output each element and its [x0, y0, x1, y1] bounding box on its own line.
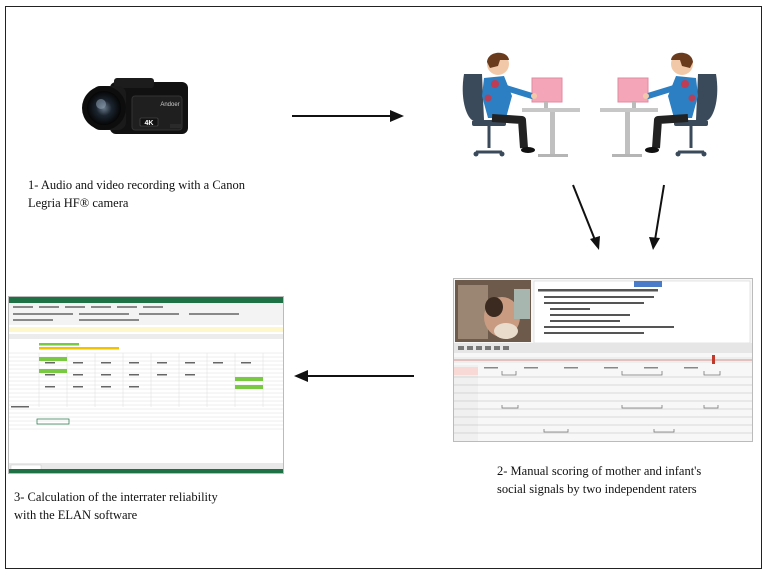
step2-caption: 2- Manual scoring of mother and infant's… [497, 462, 701, 498]
excel-screenshot [8, 296, 284, 474]
elan-screenshot [453, 278, 753, 442]
step2-caption-line2: social signals by two independent raters [497, 482, 697, 496]
step1-caption-line2: Legria HF® camera [28, 196, 129, 210]
rater-1-illustration [462, 52, 580, 157]
excel-screenshot-graphic [9, 297, 283, 473]
arrow-left [294, 370, 414, 382]
step2-caption-line1: 2- Manual scoring of mother and infant's [497, 464, 702, 478]
arrow-down-right [649, 184, 665, 250]
step1-caption: 1- Audio and video recording with a Cano… [28, 176, 245, 212]
camera-badge: 4K [145, 120, 154, 127]
step3-caption: 3- Calculation of the interrater reliabi… [14, 488, 218, 524]
camcorder-illustration: 4K Andoer [82, 78, 188, 134]
arrow-right [292, 110, 404, 122]
step3-caption-line1: 3- Calculation of the interrater reliabi… [14, 490, 218, 504]
step3-caption-line2: with the ELAN software [14, 508, 138, 522]
step1-caption-line1: 1- Audio and video recording with a Cano… [28, 178, 245, 192]
arrow-down-left [572, 184, 600, 250]
rater-2-illustration [600, 52, 718, 157]
camera-brand: Andoer [160, 102, 179, 108]
elan-screenshot-graphic [454, 279, 752, 441]
